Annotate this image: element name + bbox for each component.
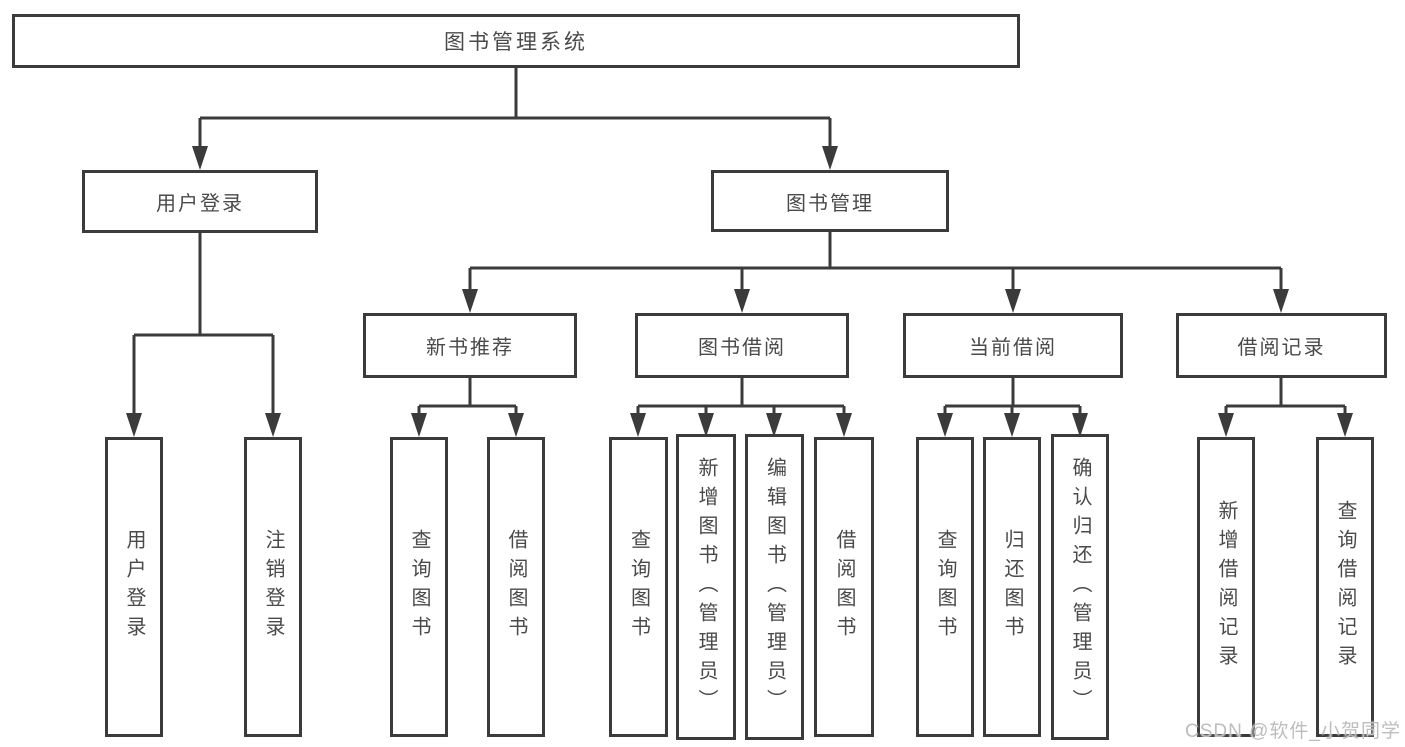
leaf-add-borrow-record: 新增借阅记录	[1197, 437, 1255, 737]
leaf-add-book-admin: 新增图书（管理员）	[676, 434, 736, 740]
node-current-borrowing: 当前借阅	[903, 313, 1123, 378]
leaf-edit-book-admin: 编辑图书（管理员）	[745, 434, 804, 740]
leaf-return-book: 归还图书	[983, 437, 1041, 737]
node-borrowing-records: 借阅记录	[1176, 313, 1387, 378]
leaf-confirm-return-admin: 确认归还（管理员）	[1051, 434, 1109, 740]
node-book-management: 图书管理	[711, 170, 949, 232]
leaf-borrow-books-recommend: 借阅图书	[487, 437, 545, 737]
leaf-query-books-recommend: 查询图书	[390, 437, 448, 737]
leaf-logout: 注销登录	[244, 437, 302, 737]
leaf-query-books-current: 查询图书	[916, 437, 974, 737]
leaf-query-borrow-record: 查询借阅记录	[1316, 437, 1374, 737]
node-new-book-recommendation: 新书推荐	[363, 313, 577, 378]
node-book-borrowing: 图书借阅	[635, 313, 849, 378]
leaf-borrow-books-borrow: 借阅图书	[814, 437, 874, 737]
node-user-login: 用户登录	[82, 170, 318, 233]
leaf-user-login: 用户登录	[105, 437, 163, 737]
leaf-query-books-borrow: 查询图书	[609, 437, 668, 737]
csdn-watermark: CSDN @软件_小贺同学	[1185, 721, 1401, 742]
node-library-management-system: 图书管理系统	[12, 14, 1020, 68]
